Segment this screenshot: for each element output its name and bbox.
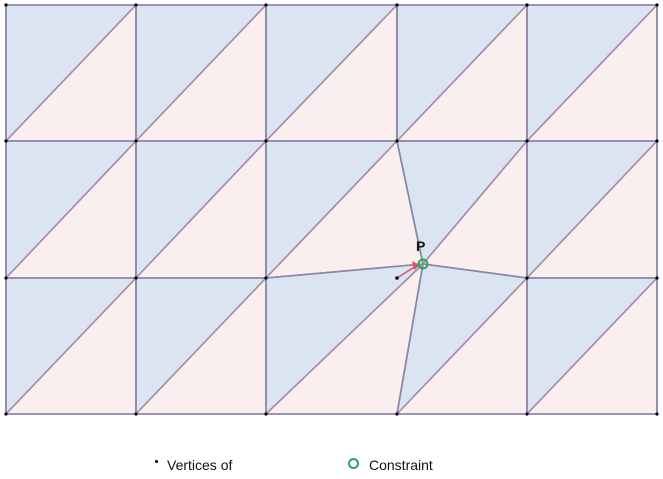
- vertex-dot-3_2: [264, 412, 268, 416]
- vertex-dot-3_0: [4, 412, 8, 416]
- vertex-dot-1_4: [525, 139, 529, 143]
- vertex-dot-1_5: [655, 139, 659, 143]
- vertex-dot-3_5: [655, 412, 659, 416]
- vertex-dot-0_1: [134, 3, 138, 7]
- constraint-point-marker: [417, 258, 429, 270]
- mesh-edges: [5, 4, 658, 415]
- vertex-dot-3_4: [525, 412, 529, 416]
- vertex-dot-0_0: [4, 3, 8, 7]
- vertex-dot-icon: [155, 459, 158, 463]
- constraint-circle-icon: [348, 457, 359, 469]
- edge-h-r2-c3: [422, 263, 528, 279]
- vertex-dot-1_3: [395, 139, 399, 143]
- vertex-dot-0_4: [525, 3, 529, 7]
- point-p-label: P: [416, 238, 425, 254]
- vertex-dot-3_3: [395, 412, 399, 416]
- vertex-dot-2_5: [655, 276, 659, 280]
- edge-v-r1-c3: [396, 140, 424, 265]
- vertex-dot-0_5: [655, 3, 659, 7]
- legend-constraint: Constraint: [348, 457, 433, 473]
- vertex-dot-2_2: [264, 276, 268, 280]
- vertex-dot-1_2: [264, 139, 268, 143]
- legend-vertices: Vertices of: [155, 457, 232, 473]
- vertex-dot-2_0: [4, 276, 8, 280]
- displacement-arrow: [396, 261, 420, 279]
- vertex-dot-0_2: [264, 3, 268, 7]
- vertex-dot-1_0: [4, 139, 8, 143]
- displacement-arrow-shaft: [396, 265, 417, 279]
- legend-constraint-label: Constraint: [369, 457, 433, 473]
- rest-position-dot: [395, 276, 399, 280]
- mesh-vertices: [4, 3, 659, 416]
- edge-h-r2-c2: [265, 263, 424, 279]
- vertex-dot-3_1: [134, 412, 138, 416]
- vertex-dot-1_1: [134, 139, 138, 143]
- vertex-dot-0_3: [395, 3, 399, 7]
- vertex-dot-2_1: [134, 276, 138, 280]
- legend-vertices-label: Vertices of: [167, 457, 233, 473]
- displacement-arrow-head: [412, 261, 420, 270]
- triangle-faces: [5, 4, 658, 415]
- vertex-dot-2_4: [525, 276, 529, 280]
- edge-v-r2-c3: [396, 263, 424, 415]
